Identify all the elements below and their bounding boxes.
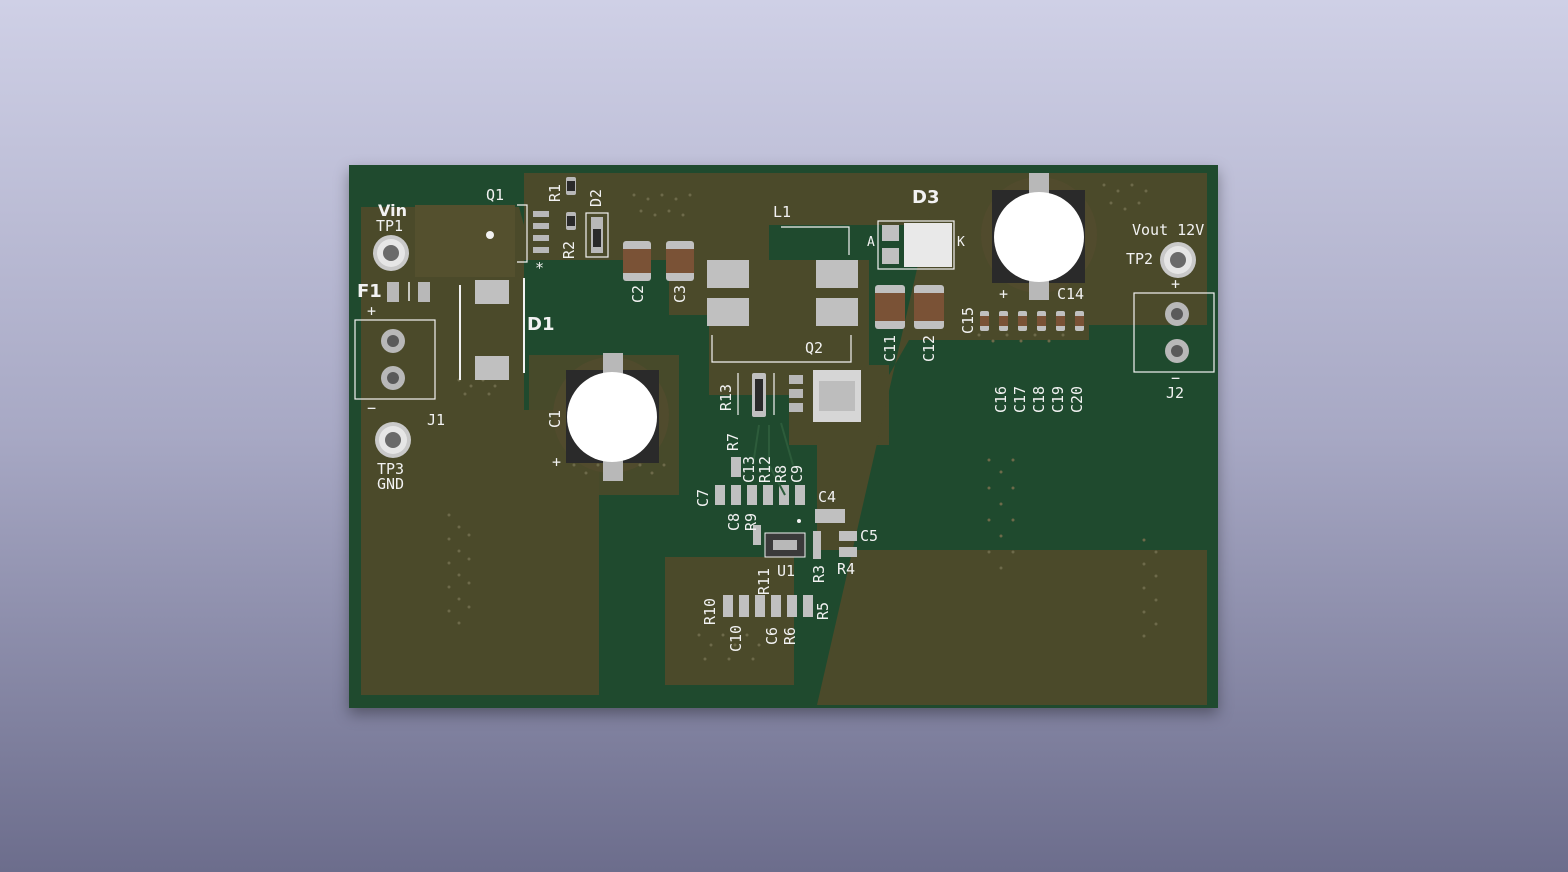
label-q1: Q1 — [486, 186, 505, 204]
label-c1-plus: + — [552, 453, 562, 471]
label-r13: R13 — [717, 383, 735, 411]
label-f1: F1 — [357, 281, 382, 302]
label-c5: C5 — [860, 527, 879, 545]
label-c1: C1 — [546, 409, 564, 428]
label-r4: R4 — [837, 560, 856, 578]
label-c20: C20 — [1068, 385, 1086, 413]
label-c19: C19 — [1049, 385, 1067, 413]
label-c17: C17 — [1011, 385, 1029, 413]
label-c14: C14 — [1057, 285, 1085, 303]
label-j2-plus: + — [1171, 275, 1181, 293]
label-r2: R2 — [560, 240, 578, 259]
label-q1-pin1: * — [535, 259, 545, 277]
label-r3: R3 — [810, 564, 828, 583]
test-point-tp1 — [373, 235, 409, 271]
label-r5: R5 — [814, 601, 832, 620]
test-point-tp2 — [1160, 242, 1196, 278]
ic-u1 — [764, 519, 806, 558]
traces — [752, 422, 794, 496]
label-vin: Vin — [378, 201, 407, 220]
label-c3: C3 — [671, 284, 689, 303]
inductor-l1 — [707, 226, 858, 326]
connector-j2 — [1133, 292, 1215, 373]
copper-pour-agnd — [665, 557, 794, 685]
label-c9: C9 — [788, 464, 806, 483]
capacitors-c15-c20 — [980, 311, 1084, 331]
connector-j1 — [354, 319, 436, 400]
capacitors-c11-c12 — [875, 285, 944, 329]
mosfet-q1 — [415, 204, 549, 277]
diode-d1 — [459, 278, 525, 380]
label-c6: C6 — [763, 626, 781, 645]
mosfet-package — [789, 370, 861, 422]
label-r10: R10 — [701, 597, 719, 625]
fuse-f1 — [387, 282, 430, 302]
label-l1: L1 — [773, 203, 792, 221]
label-c10: C10 — [727, 624, 745, 652]
label-r7: R7 — [724, 432, 742, 451]
label-j1: J1 — [427, 411, 446, 429]
label-tp2: TP2 — [1126, 250, 1154, 268]
label-c2: C2 — [629, 284, 647, 303]
label-j2-minus: − — [1171, 369, 1181, 387]
label-c15: C15 — [959, 306, 977, 334]
mosfet-q2 — [711, 335, 852, 363]
label-r1: R1 — [546, 183, 564, 202]
label-r6: R6 — [781, 626, 799, 645]
label-q2: Q2 — [805, 339, 824, 357]
label-c18: C18 — [1030, 385, 1048, 413]
label-d3: D3 — [912, 187, 940, 208]
label-gnd: GND — [377, 475, 405, 493]
label-c7: C7 — [694, 488, 712, 507]
label-r11: R11 — [755, 567, 773, 595]
label-d3-anode: A — [867, 235, 875, 250]
label-c11: C11 — [881, 334, 899, 362]
resistors-r1-r2 — [566, 177, 576, 230]
diode-d2 — [585, 212, 609, 258]
controller-components — [715, 457, 857, 617]
label-u1: U1 — [777, 562, 796, 580]
capacitor-c14 — [992, 173, 1085, 300]
label-c12: C12 — [920, 334, 938, 362]
test-point-tp3 — [375, 422, 411, 458]
label-r12: R12 — [756, 455, 774, 483]
label-d3-cathode: K — [957, 235, 965, 250]
label-c14-plus: + — [999, 285, 1009, 303]
pcb-layout — [354, 173, 1215, 705]
label-c4: C4 — [818, 488, 837, 506]
pcb-board[interactable]: Vin TP1 F1 + − J1 TP3 GND Q1 * R1 R2 D2 … — [349, 165, 1218, 708]
label-j1-plus: + — [367, 302, 377, 320]
label-c16: C16 — [992, 385, 1010, 413]
label-c8: C8 — [725, 512, 743, 531]
copper-pour-left-bottom — [361, 545, 599, 695]
diode-d3 — [877, 220, 955, 270]
label-r8: R8 — [772, 464, 790, 483]
label-r9: R9 — [742, 512, 760, 531]
label-tp1: TP1 — [376, 217, 404, 235]
label-tp3: TP3 — [377, 460, 405, 478]
label-d2: D2 — [587, 188, 605, 207]
label-d1: D1 — [527, 314, 555, 335]
resistor-r13 — [737, 373, 775, 417]
label-j2: J2 — [1166, 384, 1185, 402]
capacitor-c1 — [566, 353, 659, 481]
label-j1-minus: − — [367, 399, 377, 417]
capacitors-c2-c3 — [623, 241, 694, 281]
label-c13: C13 — [740, 455, 758, 483]
label-vout: Vout 12V — [1132, 221, 1205, 239]
